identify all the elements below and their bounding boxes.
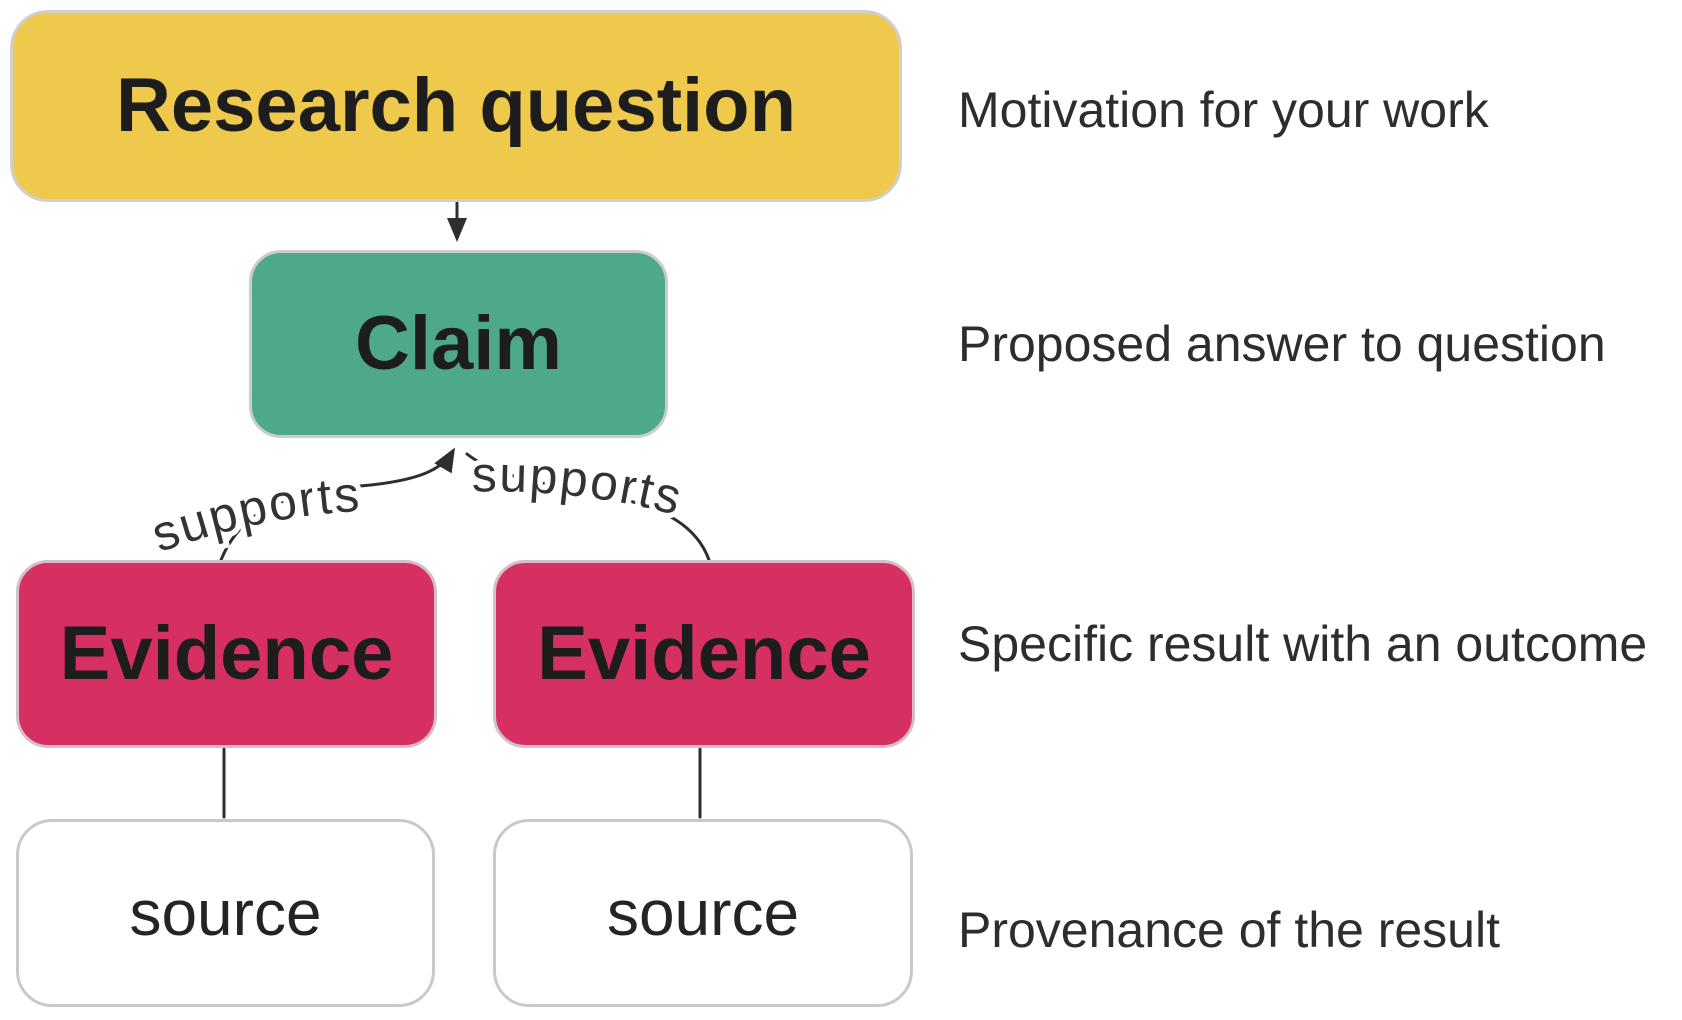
annotation-provenance: Provenance of the result [958, 902, 1500, 958]
research-question-label: Research question [116, 63, 796, 148]
research-question-node: Research question [10, 10, 902, 202]
supports-label-left: supports [139, 460, 366, 568]
evidence-node-right: Evidence [493, 560, 915, 748]
evidence-node-left: Evidence [16, 560, 437, 748]
annotation-proposed-answer: Proposed answer to question [958, 316, 1606, 372]
source-left-label: source [129, 877, 322, 949]
annotation-specific-result: Specific result with an outcome [958, 616, 1648, 672]
source-node-left: source [16, 819, 435, 1007]
claim-node: Claim [249, 250, 668, 438]
arrow-evidence-left-to-claim [219, 447, 456, 562]
arrow-evidence-right-to-claim [465, 452, 711, 562]
source-node-right: source [493, 819, 913, 1007]
supports-label-left-text: supports [145, 466, 363, 563]
supports-label-right: supports [466, 441, 692, 532]
evidence-right-label: Evidence [537, 611, 871, 696]
annotation-motivation: Motivation for your work [958, 82, 1489, 138]
evidence-left-label: Evidence [59, 611, 394, 696]
supports-label-right-text: supports [471, 446, 688, 526]
source-right-label: source [606, 877, 800, 949]
claim-label: Claim [355, 301, 562, 386]
